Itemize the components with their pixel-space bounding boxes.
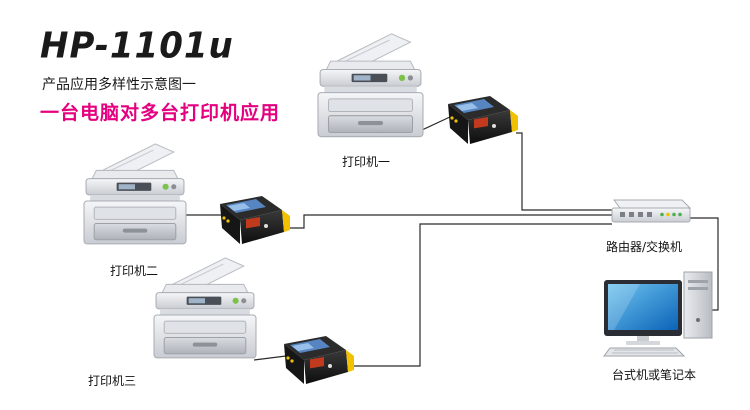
router-icon: [611, 199, 692, 223]
printer-1-icon: [317, 33, 424, 138]
model-title: HP-1101u: [40, 25, 234, 67]
printer-3-label: 打印机三: [88, 374, 137, 388]
diagram-subtitle: 产品应用多样性示意图一: [42, 77, 196, 93]
cable-printer-1: [421, 115, 453, 131]
router-label: 路由器/交换机: [606, 240, 683, 254]
print-server-1-icon: [448, 96, 518, 144]
print-server-3-icon: [284, 336, 354, 384]
printer-3-icon: [153, 257, 257, 359]
diagram-headline: 一台电脑对多台打印机应用: [40, 102, 281, 124]
printer-2-icon: [83, 143, 187, 245]
cable-router-pc: [688, 217, 719, 311]
cable-ps1-router: [516, 132, 612, 211]
cable-ps2-router: [290, 214, 612, 229]
printer-1-label: 打印机一: [342, 155, 391, 169]
cable-printer-3: [253, 355, 287, 361]
computer-label: 台式机或笔记本: [612, 368, 697, 382]
network-cables: [186, 115, 719, 367]
printer-2-label: 打印机二: [110, 264, 159, 278]
print-server-2-icon: [220, 196, 290, 244]
computer-icon: [603, 271, 713, 357]
cable-ps3-router: [352, 223, 612, 367]
